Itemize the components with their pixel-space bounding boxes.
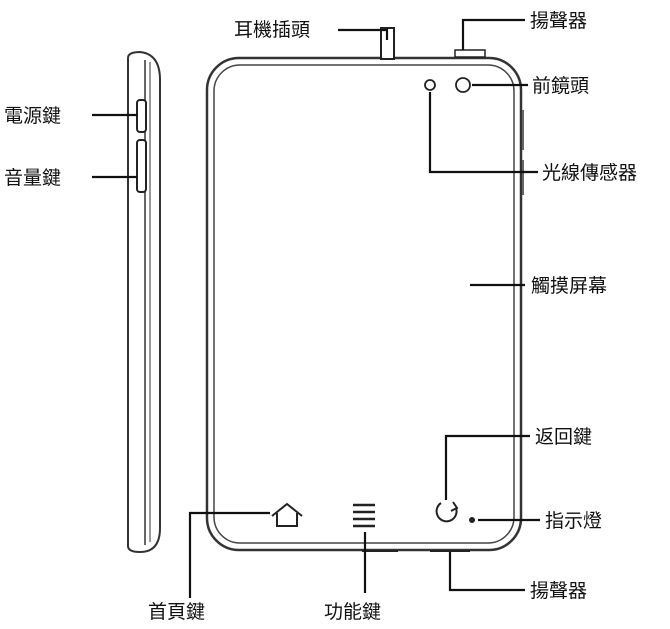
bottom-speaker-label: 揚聲器 [530, 580, 587, 602]
top-speaker-label: 揚聲器 [530, 10, 587, 32]
headphone-jack-label: 耳機插頭 [234, 19, 310, 41]
power-key-button [136, 99, 147, 133]
front-camera-label: 前鏡頭 [532, 75, 589, 97]
top-speaker-grille [454, 49, 486, 58]
front-view [205, 27, 524, 552]
power-key-label: 電源鍵 [4, 105, 61, 127]
leader-lines [92, 18, 540, 598]
light-sensor-label: 光線傳感器 [542, 162, 637, 184]
touch-screen-label: 觸摸屏幕 [531, 275, 607, 297]
light-sensor [424, 79, 436, 91]
menu-icon [353, 503, 375, 528]
volume-key-label: 音量鍵 [4, 167, 61, 189]
back-key-label: 返回鍵 [535, 426, 592, 448]
home-key-label: 首頁鍵 [148, 601, 205, 623]
phone-body-outer [205, 56, 523, 552]
menu-key-label: 功能鍵 [324, 601, 381, 623]
indicator-light [469, 517, 475, 523]
headphone-jack [380, 27, 395, 60]
volume-key-button [136, 139, 147, 193]
home-icon [271, 502, 303, 527]
front-camera [455, 77, 471, 93]
back-icon [435, 502, 458, 523]
indicator-light-label: 指示燈 [545, 510, 602, 532]
